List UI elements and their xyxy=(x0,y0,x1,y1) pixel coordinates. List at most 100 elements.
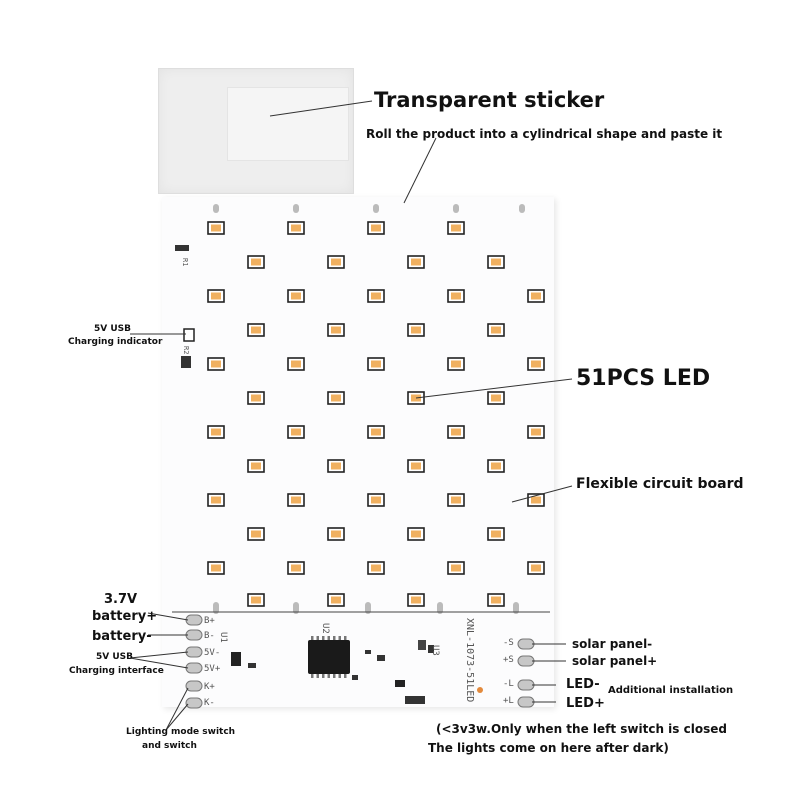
label-lighting-mode-line2: and switch xyxy=(142,741,197,751)
pcb-label-r1: R1 xyxy=(181,258,189,267)
label-led-plus: LED+ xyxy=(566,696,605,711)
led-emitter xyxy=(531,496,541,504)
ic-pin xyxy=(344,636,347,640)
led-emitter xyxy=(291,564,301,572)
label-battery-plus: battery+ xyxy=(92,609,158,624)
led-emitter xyxy=(211,428,221,436)
ic-pin xyxy=(333,674,336,678)
ic-pin xyxy=(311,674,314,678)
edge-contact xyxy=(293,602,299,614)
led-emitter xyxy=(331,462,341,470)
led-emitter xyxy=(491,462,501,470)
edge-contact xyxy=(213,204,219,213)
ic-pin xyxy=(311,636,314,640)
ic-pin xyxy=(322,674,325,678)
pad-label-k-minus: K- xyxy=(204,698,215,708)
led-emitter xyxy=(451,360,461,368)
label-additional-installation: Additional installation xyxy=(608,685,734,696)
led-emitter xyxy=(451,428,461,436)
led-emitter xyxy=(251,394,261,402)
led-emitter xyxy=(331,258,341,266)
label-solar-panel-minus: solar panel- xyxy=(572,637,653,651)
component-c2 xyxy=(377,655,385,661)
led-emitter xyxy=(331,530,341,538)
led-emitter xyxy=(491,530,501,538)
component-r4 xyxy=(365,650,371,654)
component-r1 xyxy=(175,245,189,251)
ic-pin xyxy=(338,674,341,678)
pads-right xyxy=(517,638,535,708)
component-r10 xyxy=(405,696,425,704)
sticker-inner-panel xyxy=(227,87,349,161)
pcb-label-u3: U3 xyxy=(430,645,440,656)
led-emitter xyxy=(451,564,461,572)
led-emitter xyxy=(211,224,221,232)
solder-pad xyxy=(185,680,203,692)
ic-pin xyxy=(322,636,325,640)
led-emitter xyxy=(411,596,421,604)
label-usb-interface-line2: Charging interface xyxy=(69,666,164,676)
ic-chip-u2 xyxy=(308,640,350,674)
led-emitter xyxy=(251,462,261,470)
component-u1 xyxy=(231,652,241,666)
led-emitter xyxy=(251,596,261,604)
led-emitter xyxy=(331,326,341,334)
leader-lines xyxy=(129,100,573,731)
led-emitter xyxy=(531,292,541,300)
led-emitter xyxy=(251,326,261,334)
solder-pad xyxy=(517,638,535,650)
led-emitter xyxy=(411,462,421,470)
led-emitter xyxy=(331,596,341,604)
led-emitter xyxy=(411,258,421,266)
edge-contact xyxy=(365,602,371,614)
transparent-sticker xyxy=(158,68,354,194)
component-q1 xyxy=(395,680,405,687)
label-led-count: 51PCS LED xyxy=(576,366,711,391)
ic-chip-pins xyxy=(311,636,347,678)
led-emitter xyxy=(211,360,221,368)
led-emitter xyxy=(331,394,341,402)
solder-pad xyxy=(517,655,535,667)
led-emitter xyxy=(531,564,541,572)
ic-pin xyxy=(327,674,330,678)
solder-pad xyxy=(185,646,203,658)
led-emitter xyxy=(291,360,301,368)
label-flexible-circuit-board: Flexible circuit board xyxy=(576,476,744,492)
component-c1 xyxy=(248,663,256,668)
solder-pad xyxy=(185,629,203,641)
edge-contact xyxy=(437,602,443,614)
label-usb-indicator-line2: Charging indicator xyxy=(68,337,163,347)
led-emitter xyxy=(531,360,541,368)
ic-pin xyxy=(333,636,336,640)
ic-pin xyxy=(338,636,341,640)
led-emitter xyxy=(411,530,421,538)
pcb-label-u1: U1 xyxy=(218,632,228,643)
led-emitter xyxy=(251,530,261,538)
solder-pad xyxy=(185,697,203,709)
solder-pad xyxy=(517,696,535,708)
pcb-label-u2: U2 xyxy=(320,623,330,634)
edge-contact xyxy=(373,204,379,213)
pad-label-5v-plus: 5V+ xyxy=(204,664,221,674)
led-emitter xyxy=(251,258,261,266)
edge-contact xyxy=(519,204,525,213)
led-emitter xyxy=(291,224,301,232)
pad-label-l-minus: -L xyxy=(503,679,514,689)
led-emitter xyxy=(211,496,221,504)
label-battery-voltage: 3.7V xyxy=(104,592,138,607)
pad-label-l-plus: +L xyxy=(503,696,514,706)
edge-contact xyxy=(293,204,299,213)
solder-pad xyxy=(517,679,535,691)
led-emitter xyxy=(291,292,301,300)
led-emitter xyxy=(491,596,501,604)
subtitle-roll-instruction: Roll the product into a cylindrical shap… xyxy=(366,127,723,141)
led-emitter xyxy=(531,428,541,436)
indicator-dot xyxy=(477,687,483,693)
led-emitter xyxy=(451,496,461,504)
pad-label-s-minus: -S xyxy=(503,638,514,648)
led-emitter xyxy=(371,564,381,572)
pad-label-b-minus: B- xyxy=(204,631,215,641)
solder-pad xyxy=(185,614,203,626)
led-emitter xyxy=(491,326,501,334)
pad-label-5v-minus: 5V- xyxy=(204,648,221,658)
